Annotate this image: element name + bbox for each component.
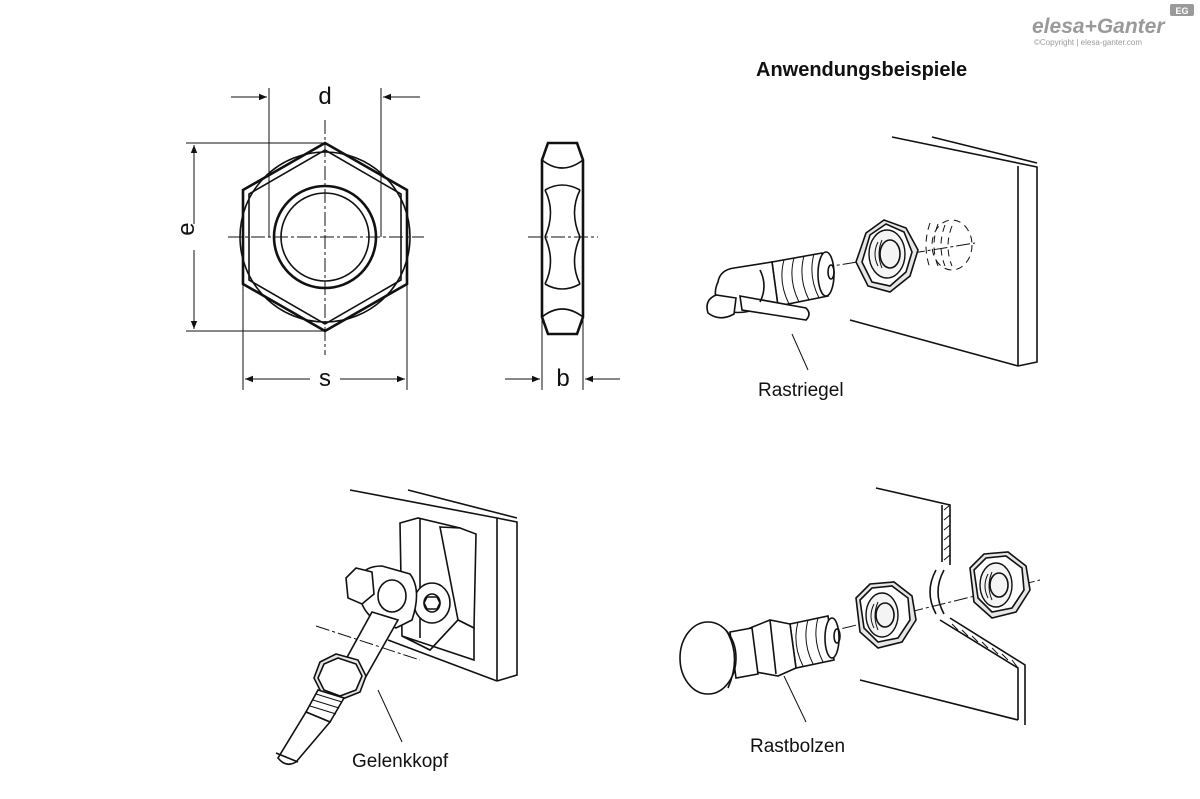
dimension-s-label: s — [319, 365, 331, 392]
hex-nut-front-view — [228, 120, 424, 355]
brand-badge-icon — [1170, 4, 1194, 16]
dimension-s: s — [242, 284, 408, 392]
example-gelenkkopf: Gelenkkopf — [275, 489, 518, 772]
dimension-b-label: b — [556, 365, 569, 392]
copyright-text: ©Copyright | elesa-ganter.com — [1034, 38, 1142, 47]
label-gelenkkopf: Gelenkkopf — [352, 751, 449, 772]
example-rastriegel: Rastriegel — [706, 136, 1038, 401]
dimension-d: d — [231, 83, 420, 237]
dimension-e-label: e — [173, 222, 200, 235]
label-rastriegel: Rastriegel — [758, 380, 844, 401]
dimension-e: e — [173, 142, 325, 332]
brand-logo-text: elesa+Ganter — [1032, 15, 1166, 38]
brand-logo: elesa+Ganter EG ©Copyright | elesa-gante… — [1032, 4, 1194, 47]
label-rastbolzen: Rastbolzen — [750, 736, 845, 757]
hex-nut-side-view — [528, 141, 598, 336]
dimension-b: b — [505, 317, 620, 392]
example-rastbolzen: Rastbolzen — [679, 487, 1041, 757]
dimension-d-label: d — [318, 83, 331, 110]
section-heading: Anwendungsbeispiele — [756, 59, 967, 81]
brand-badge-text: EG — [1175, 6, 1188, 16]
